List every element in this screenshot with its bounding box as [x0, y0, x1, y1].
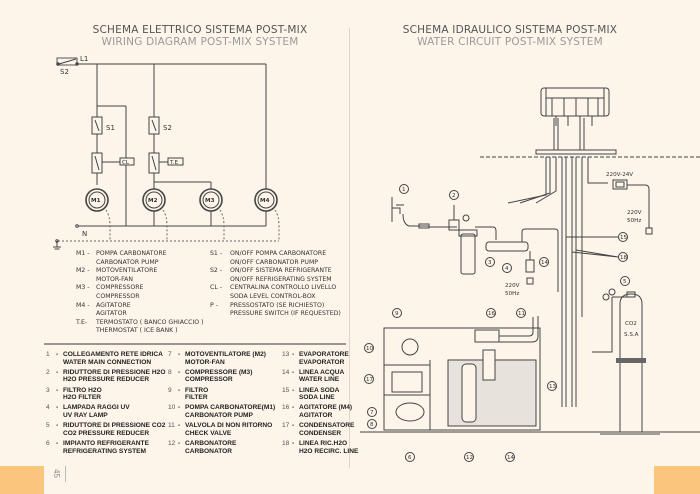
callout-12: 12 [466, 455, 473, 461]
water-circuit-title: SCHEMA IDRAULICO SISTEMA POST-MIX WATER … [380, 24, 640, 48]
callout-9: 9 [395, 311, 399, 317]
callout-15: 15 [620, 235, 627, 241]
ground-icon [53, 239, 61, 250]
svg-text:M4: M4 [260, 198, 270, 204]
callout-14: 14 [507, 455, 514, 461]
svg-text:M1: M1 [91, 198, 101, 204]
wiring-diagram-title: SCHEMA ELETTRICO SISTEMA POST-MIX WIRING… [60, 24, 340, 48]
n-label: N [82, 230, 87, 238]
callout-17: 17 [366, 377, 373, 383]
water-tap [391, 197, 430, 229]
wiring-legend-left: M1 -POMPA CARBONATORE CARBONATOR PUMP M2… [76, 250, 204, 335]
svg-text:M3: M3 [205, 198, 215, 204]
page-divider [349, 28, 350, 468]
co2-cylinder [600, 291, 660, 435]
callout-4: 4 [505, 266, 509, 272]
l1-label: L1 [80, 55, 88, 63]
callout-11: 11 [518, 311, 525, 317]
callout-10: 10 [366, 346, 373, 352]
co2-label: CO2 [625, 321, 637, 327]
svg-text:M2: M2 [148, 198, 158, 204]
power1-voltage: 220V [505, 283, 520, 289]
water-title-en: WATER CIRCUIT POST-MIX SYSTEM [417, 36, 603, 48]
page-number-rule [65, 466, 66, 482]
callout-14b: 14 [541, 260, 548, 266]
power2-freq: 50Hz [627, 218, 641, 224]
page-tab-left [0, 466, 44, 494]
cl-box [119, 157, 135, 166]
pressure-reducer-h2o [448, 205, 470, 231]
refrigeration-unit [360, 316, 700, 433]
s1-label: S1 [106, 124, 115, 132]
callout-7: 7 [370, 410, 374, 416]
transformer-label: 220V-24V [606, 172, 633, 178]
ssa-label: S.S.A [624, 332, 639, 338]
water-title-it: SCHEMA IDRAULICO SISTEMA POST-MIX [402, 24, 618, 36]
ground-wires [58, 209, 280, 242]
cl-label: CL [122, 160, 130, 166]
page-number: 45 [51, 469, 61, 478]
page-tab-right [654, 466, 700, 494]
callout-6: 6 [408, 455, 412, 461]
water-filter [458, 229, 478, 275]
component-list-col2: 7-MOTOVENTILATORE (M2)MOTOR-FAN 8-COMPRE… [168, 351, 276, 455]
plug-icon [645, 227, 653, 235]
power1-freq: 50Hz [505, 291, 519, 297]
water-line-2 [475, 226, 497, 240]
wiring-title-it: SCHEMA ELETTRICO SISTEMA POST-MIX [92, 24, 308, 36]
callout-8: 8 [370, 422, 374, 428]
s2-label: S2 [163, 124, 172, 132]
te-label: T.E [169, 160, 179, 166]
wiring-legend-right: S1 -ON/OFF POMPA CARBONATORE ON/OFF CARB… [210, 250, 341, 318]
s2-main-label: S2 [60, 68, 69, 76]
wiring-title-en: WIRING DIAGRAM POST-MIX SYSTEM [101, 36, 299, 48]
callout-5: 5 [623, 279, 627, 285]
callout-18: 18 [620, 255, 627, 261]
legend-separator [44, 343, 346, 345]
callout-1: 1 [402, 187, 406, 193]
callouts: 1 2 3 4 5 6 7 8 9 10 11 12 13 14 15 16 1… [364, 184, 630, 462]
callout-3: 3 [488, 260, 492, 266]
motor-m2: M2 [142, 188, 166, 212]
water-line-3 [521, 228, 559, 292]
callout-2: 2 [452, 193, 456, 199]
power2-voltage: 220V [627, 210, 642, 216]
callout-13: 13 [549, 384, 556, 390]
transformer [612, 179, 650, 231]
wiring-diagram: S2 L1 S1 CL S2 T.E N M1 M2 M3 M4 [53, 55, 280, 250]
uv-lamp [485, 241, 535, 285]
pipe-bundle [507, 157, 608, 407]
motor-m1: M1 [85, 188, 109, 212]
callout-16: 16 [488, 311, 495, 317]
dispenser-tower [535, 87, 617, 155]
te-box [167, 157, 184, 166]
motor-m3: M3 [199, 188, 223, 212]
motor-m4: M4 [254, 188, 278, 212]
co2-pressure-reducer [592, 288, 627, 353]
